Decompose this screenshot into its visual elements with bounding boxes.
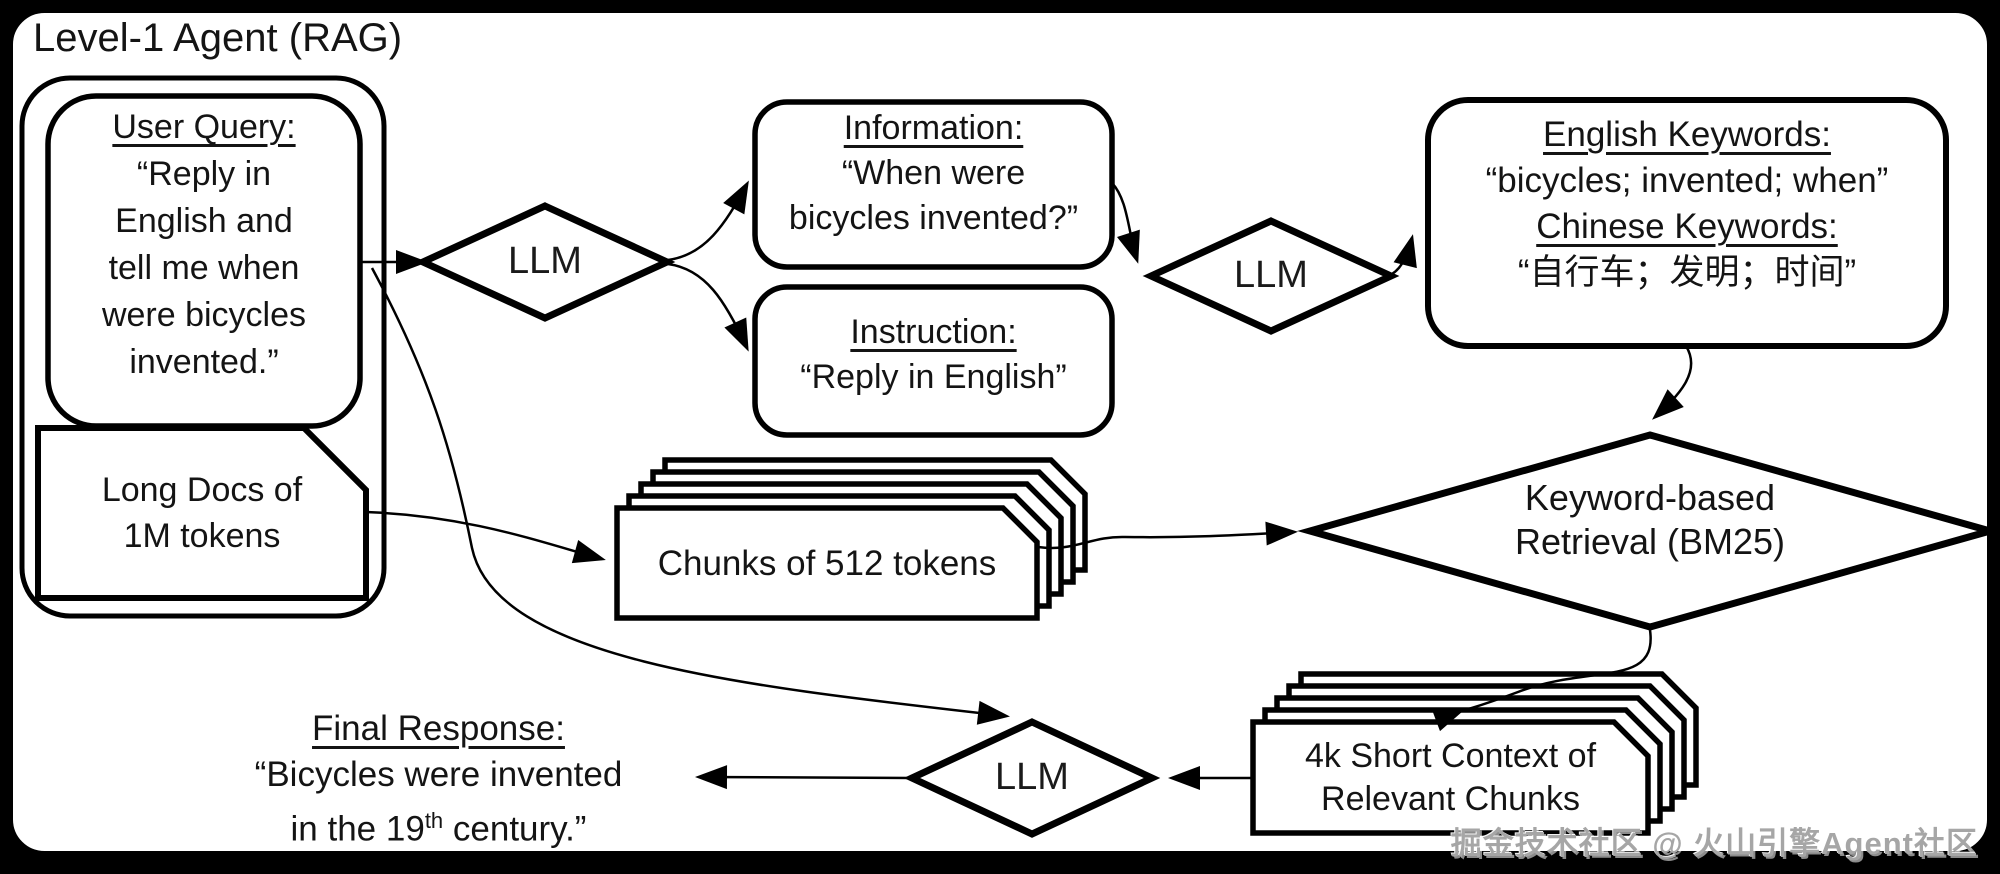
information-text: Information: “When were bicycles invente… xyxy=(755,106,1112,241)
long-docs-text: Long Docs of 1M tokens xyxy=(101,471,303,555)
user-query-body: “Reply in English and tell me when were … xyxy=(101,155,307,381)
context-front-card xyxy=(1250,719,1651,836)
final-response-title: Final Response: xyxy=(312,709,565,748)
arrow-retrieval-to-context xyxy=(1431,629,1652,732)
user-query-title: User Query: xyxy=(112,108,296,146)
arrow-chunks-to-retrieval xyxy=(1037,521,1298,550)
final-response-line1: “Bicycles were invented xyxy=(254,755,623,794)
chinese-keywords-body: “自行车；发明；时间” xyxy=(1517,253,1857,292)
arrow-query-to-llm3 xyxy=(370,267,1010,725)
arrow-llm1-to-information xyxy=(667,180,749,262)
information-title: Information: xyxy=(843,109,1024,147)
llm-diamond-3 xyxy=(903,718,1161,838)
llm2-label: LLM xyxy=(1234,254,1308,296)
final-response-text: Final Response: “Bicycles were invented … xyxy=(200,706,677,853)
arrow-llm3-to-final xyxy=(695,765,913,790)
chunks-stack xyxy=(614,457,1088,621)
english-keywords-body: “bicycles; invented; when” xyxy=(1485,161,1889,200)
retrieval-diamond xyxy=(1297,431,2000,631)
connectors xyxy=(362,180,1693,790)
instruction-title: Instruction: xyxy=(850,313,1017,351)
page-title: Level-1 Agent (RAG) xyxy=(33,16,403,60)
chunks-label: Chunks of 512 tokens xyxy=(657,543,997,583)
keywords-text: English Keywords: “bicycles; invented; w… xyxy=(1428,112,1946,296)
superscript-th: th xyxy=(424,808,444,833)
context-label: 4k Short Context of Relevant Chunks xyxy=(1304,736,1597,818)
arrow-longdocs-to-chunks xyxy=(365,510,606,564)
information-body: “When were bicycles invented?” xyxy=(788,154,1079,237)
llm1-label: LLM xyxy=(508,240,582,282)
user-query-text: User Query: “Reply in English and tell m… xyxy=(48,104,360,386)
llm3-label: LLM xyxy=(995,756,1069,798)
long-docs-shape xyxy=(35,425,369,601)
arrow-information-to-llm2 xyxy=(1111,182,1140,264)
arrow-llm1-to-instruction xyxy=(667,262,749,352)
arrow-keywords-to-retrieval xyxy=(1652,345,1693,420)
watermark: 掘金技术社区 @ 火山引擎Agent社区 xyxy=(1450,826,1978,861)
retrieval-label: Keyword-based Retrieval (BM25) xyxy=(1514,477,1786,562)
final-response-line2: in the 19th century.” xyxy=(290,808,587,849)
chinese-keywords-title: Chinese Keywords: xyxy=(1536,207,1838,246)
llm-diamond-2 xyxy=(1142,217,1400,335)
arrow-llm2-to-keywords xyxy=(1391,234,1417,276)
input-group-container xyxy=(19,75,387,619)
instruction-text: Instruction: “Reply in English” xyxy=(755,310,1112,400)
llm-diamond-1 xyxy=(414,202,676,322)
chunks-front-card xyxy=(614,505,1040,621)
english-keywords-title: English Keywords: xyxy=(1543,115,1831,154)
instruction-body: “Reply in English” xyxy=(800,358,1067,396)
instruction-box xyxy=(752,284,1115,438)
